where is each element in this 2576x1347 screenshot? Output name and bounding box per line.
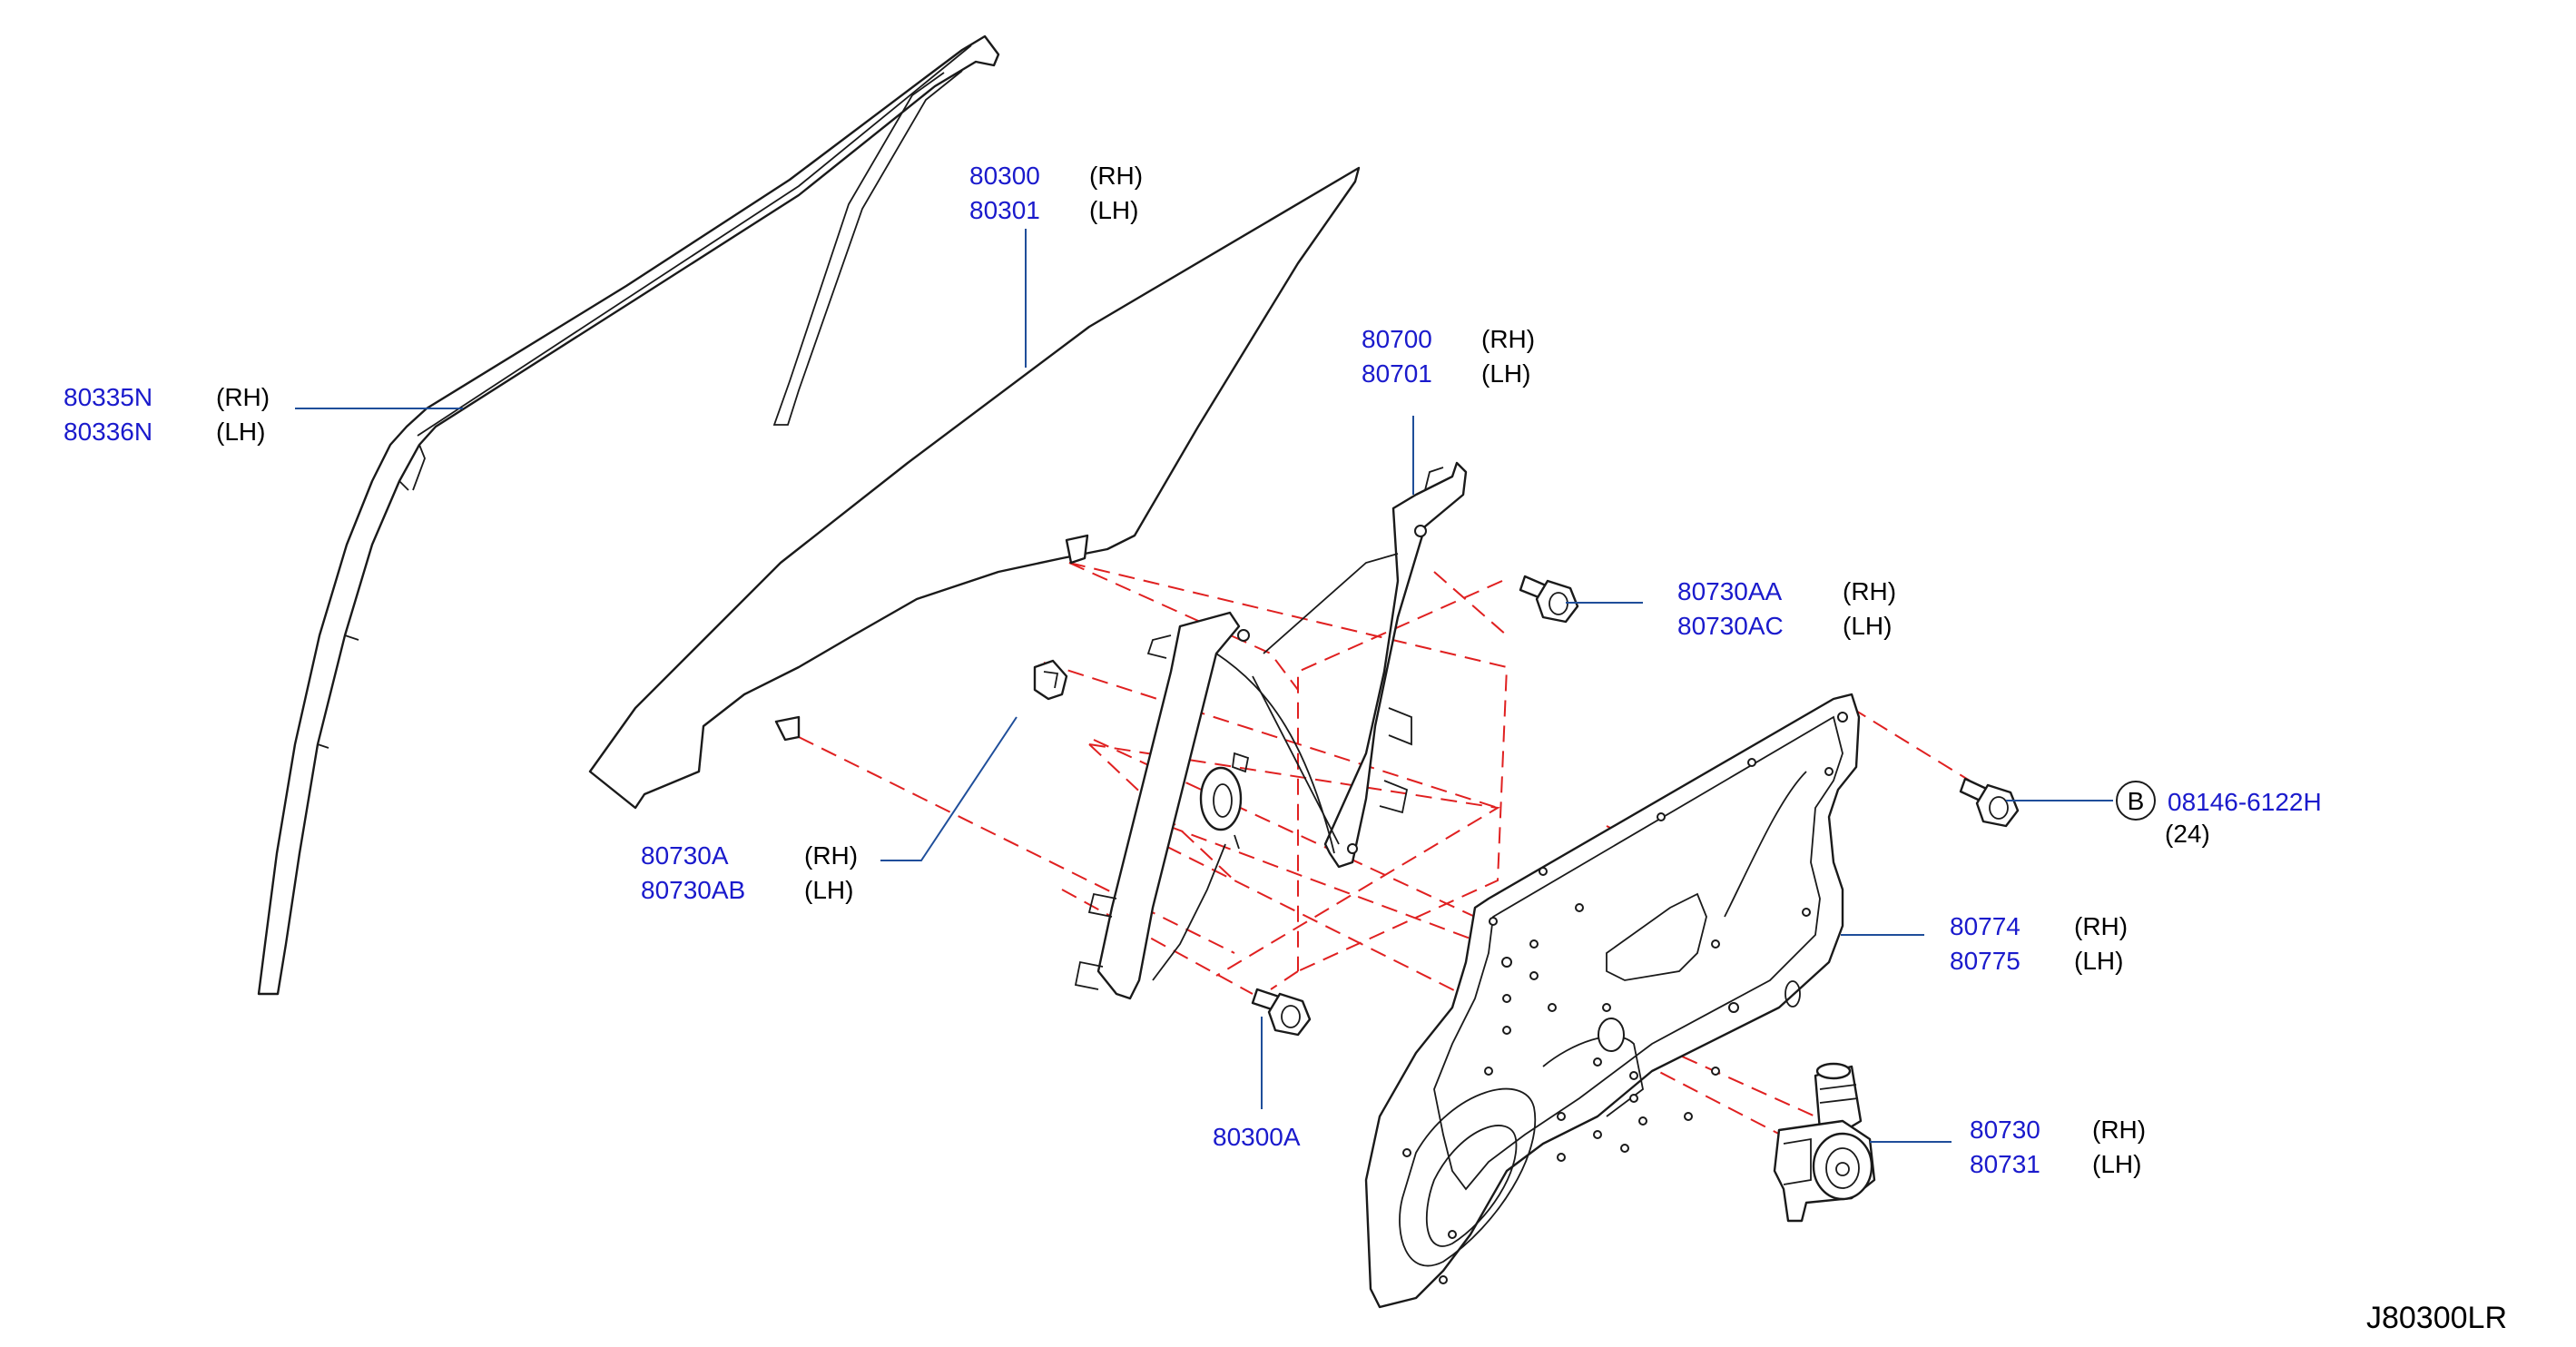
bolt-upper-rh-part: 80730AA bbox=[1677, 577, 1783, 605]
run-channel-lh-part: 80336N bbox=[64, 418, 152, 446]
bolt-lower-part bbox=[1251, 988, 1312, 1037]
callout-bolt-upper: 80730AA (RH) 80730AC (LH) bbox=[1677, 577, 1896, 640]
clip-part bbox=[1033, 659, 1068, 701]
bolt-b-part-number: 08146-6122H bbox=[2168, 788, 2322, 816]
glass-lh-part: 80301 bbox=[969, 196, 1040, 224]
door-module-panel-part bbox=[1364, 693, 1861, 1309]
glass-lh-side: (LH) bbox=[1089, 196, 1138, 224]
leader-lines bbox=[295, 229, 2113, 1143]
motor-lh-side: (LH) bbox=[2092, 1150, 2141, 1178]
bolt-b-marker-circle bbox=[2116, 781, 2156, 821]
run-channel-lh-side: (LH) bbox=[216, 418, 265, 446]
regulator-rh-part: 80700 bbox=[1362, 325, 1432, 353]
motor-rh-part: 80730 bbox=[1970, 1116, 2040, 1144]
bolt-b-marker: B bbox=[2128, 787, 2145, 815]
regulator-rh-side: (RH) bbox=[1481, 325, 1535, 353]
diagram-id: J80300LR bbox=[2366, 1301, 2507, 1335]
door-module-lh-side: (LH) bbox=[2074, 947, 2123, 975]
callout-clip: 80730A (RH) 80730AB (LH) bbox=[641, 841, 858, 904]
door-glass-part bbox=[588, 166, 1361, 810]
callout-door-module: 80774 (RH) 80775 (LH) bbox=[1950, 912, 2128, 975]
leader-clip bbox=[880, 716, 1018, 861]
door-module-lh-part: 80775 bbox=[1950, 947, 2020, 975]
motor-rh-side: (RH) bbox=[2092, 1116, 2146, 1144]
run-channel-rh-side: (RH) bbox=[216, 383, 270, 411]
callout-bolt-b: B 08146-6122H (24) bbox=[2116, 781, 2322, 848]
bolt-upper-lh-part: 80730AC bbox=[1677, 612, 1784, 640]
window-regulator-part bbox=[1074, 461, 1468, 1000]
callout-regulator: 80700 (RH) 80701 (LH) bbox=[1362, 325, 1535, 388]
regulator-lh-side: (LH) bbox=[1481, 359, 1530, 388]
callout-run-channel: 80335N (RH) 80336N (LH) bbox=[64, 383, 270, 446]
motor-lh-part: 80731 bbox=[1970, 1150, 2040, 1178]
bolt-b-quantity: (24) bbox=[2165, 820, 2210, 848]
clip-lh-part: 80730AB bbox=[641, 876, 745, 904]
callout-bolt-lower: 80300A bbox=[1213, 1123, 1301, 1151]
glass-rh-part: 80300 bbox=[969, 162, 1040, 190]
regulator-lh-part: 80701 bbox=[1362, 359, 1432, 388]
door-module-rh-part: 80774 bbox=[1950, 912, 2020, 940]
callout-motor: 80730 (RH) 80731 (LH) bbox=[1970, 1116, 2146, 1178]
bolt-upper-lh-side: (LH) bbox=[1843, 612, 1892, 640]
bolt-b-part bbox=[1959, 777, 2020, 828]
bolt-lower-part-number: 80300A bbox=[1213, 1123, 1301, 1151]
clip-lh-side: (LH) bbox=[804, 876, 853, 904]
door-module-rh-side: (RH) bbox=[2074, 912, 2128, 940]
bolt-upper-rh-side: (RH) bbox=[1843, 577, 1896, 605]
bolt-upper-part bbox=[1519, 575, 1579, 624]
glass-rh-side: (RH) bbox=[1089, 162, 1143, 190]
clip-rh-side: (RH) bbox=[804, 841, 858, 870]
run-channel-rh-part: 80335N bbox=[64, 383, 152, 411]
callout-glass: 80300 (RH) 80301 (LH) bbox=[969, 162, 1143, 224]
clip-rh-part: 80730A bbox=[641, 841, 729, 870]
window-motor-part bbox=[1773, 1062, 1876, 1223]
